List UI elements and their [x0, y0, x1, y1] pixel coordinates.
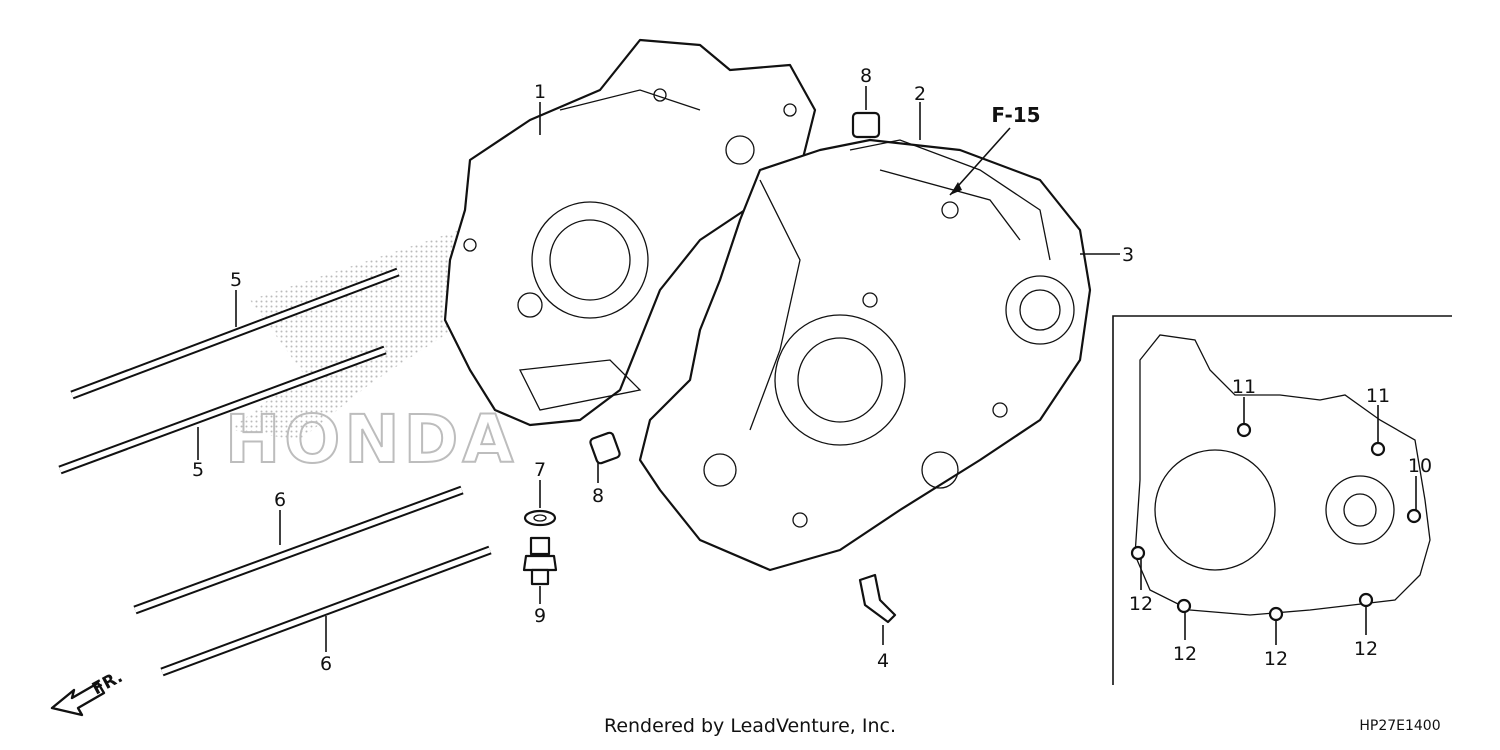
callout-6-upper: 6 [274, 489, 286, 511]
callout-10: 10 [1408, 455, 1432, 477]
gasket [849, 139, 1051, 261]
inset-panel [1112, 315, 1452, 685]
dowel-pins [589, 111, 881, 465]
callout-11-right: 11 [1366, 385, 1390, 407]
callout-5-upper: 5 [230, 269, 242, 291]
leader-lines [197, 86, 1120, 652]
callout-7: 7 [534, 459, 546, 481]
stud-bolts-5 [58, 267, 400, 475]
callout-12-d: 12 [1354, 638, 1378, 660]
clamp [858, 573, 897, 624]
callout-12-a: 12 [1129, 593, 1153, 615]
stud-bolts-6 [133, 485, 492, 677]
callout-4: 4 [877, 650, 889, 672]
front-direction-arrow: FR. [50, 667, 126, 717]
callout-6-lower: 6 [320, 653, 332, 675]
callout-8-upper: 8 [860, 65, 872, 87]
callout-12-b: 12 [1173, 643, 1197, 665]
callout-8-lower: 8 [592, 485, 604, 507]
callout-2: 2 [914, 83, 926, 105]
callout-9: 9 [534, 605, 546, 627]
reference-label: F-15 [991, 103, 1040, 127]
callout-11-left: 11 [1232, 376, 1256, 398]
callout-labels: 1 2 3 4 5 5 6 6 7 8 8 9 10 11 11 12 12 1… [192, 65, 1432, 675]
callout-5-lower: 5 [192, 459, 204, 481]
credit-text: Rendered by LeadVenture, Inc. [604, 715, 896, 737]
callout-3: 3 [1122, 244, 1134, 266]
callout-1: 1 [534, 81, 546, 103]
washer-and-drain-bolt [522, 509, 558, 586]
watermark-text: HONDA [225, 401, 517, 478]
diagram-code: HP27E1400 [1359, 718, 1440, 734]
left-crankcase [443, 38, 817, 427]
callout-12-c: 12 [1264, 648, 1288, 670]
right-crankcase [638, 138, 1092, 572]
